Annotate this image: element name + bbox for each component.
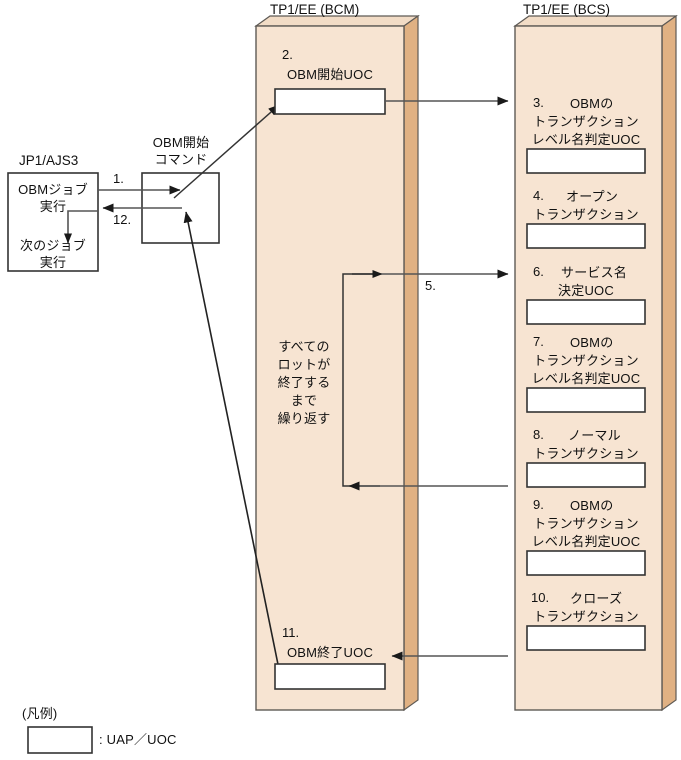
step-8-label-line2: トランザクション: [533, 446, 639, 461]
uoc-box-step-11: [274, 663, 386, 690]
step-7-label-line1: OBMの: [570, 335, 614, 350]
step-4-number: 4.: [533, 188, 544, 203]
ajs3-job1-line1: OBMジョブ: [18, 182, 88, 197]
step-3-label-line2: トランザクション: [533, 114, 639, 129]
step-9-label-line3: レベル名判定UOC: [531, 534, 641, 549]
panel-bcs: [513, 14, 678, 712]
panel-bcm-front-face: [255, 25, 405, 711]
step-6-number: 6.: [533, 264, 544, 279]
step-10-number: 10.: [531, 590, 550, 605]
uoc-box-step-2: [274, 88, 386, 115]
arrow-command-to-obm-start-uoc: [173, 104, 280, 199]
command-title-line1: OBM開始: [152, 135, 210, 150]
step-9-label-line2: トランザクション: [533, 516, 639, 531]
uoc-box-step-3: [526, 148, 646, 174]
loop-text-line5: 繰り返す: [277, 411, 331, 426]
step-10-label-line2: トランザクション: [533, 609, 639, 624]
step-2-label-line1: OBM開始UOC: [286, 67, 374, 82]
loop-text-line3: 終了する: [277, 375, 331, 390]
step-3-number: 3.: [533, 95, 544, 110]
step-11-label-line1: OBM終了UOC: [286, 645, 374, 660]
step-7-label-line2: トランザクション: [533, 353, 639, 368]
step-4-label-line2: トランザクション: [533, 207, 639, 222]
panel-bcs-front-face: [514, 25, 663, 711]
legend-title: (凡例): [22, 706, 58, 721]
ajs3-job2-line1: 次のジョブ: [19, 238, 86, 253]
step-9-number: 9.: [533, 497, 544, 512]
step-7-label-line3: レベル名判定UOC: [531, 371, 641, 386]
arrow-label-5: 5.: [425, 278, 436, 293]
command-title-line2: コマンド: [154, 152, 208, 167]
panel-bcs-top-face: [513, 15, 678, 27]
arrow-label-12: 12.: [113, 212, 132, 227]
arrow-label-1: 1.: [113, 171, 124, 186]
ajs3-job2-line2: 実行: [39, 255, 67, 270]
uoc-box-step-8: [526, 462, 646, 488]
step-6-label-line1: サービス名: [561, 265, 628, 280]
ajs3-job1-line2: 実行: [39, 199, 67, 214]
step-9-label-line1: OBMの: [570, 498, 614, 513]
uoc-box-step-7: [526, 387, 646, 413]
panel-title-bcm: TP1/EE (BCM): [270, 2, 360, 17]
arrow-obm-end-uoc-to-command: [183, 211, 284, 690]
step-8-number: 8.: [533, 427, 544, 442]
step-3-label-line1: OBMの: [570, 96, 614, 111]
panel-bcm-side-face: [403, 14, 419, 712]
step-7-number: 7.: [533, 334, 544, 349]
loop-text-line2: ロットが: [277, 357, 331, 372]
loop-text-line1: すべての: [278, 339, 330, 354]
step-2-number: 2.: [282, 47, 293, 62]
loop-text-line4: まで: [290, 393, 318, 408]
panel-bcm-top-face: [254, 15, 420, 27]
uoc-box-step-4: [526, 223, 646, 249]
panel-title-bcs: TP1/EE (BCS): [523, 2, 611, 17]
uoc-box-step-9: [526, 550, 646, 576]
ajs3-container-box: [7, 172, 99, 272]
uoc-box-step-10: [526, 625, 646, 651]
step-10-label-line1: クローズ: [570, 591, 623, 606]
panel-bcm: [254, 14, 420, 712]
step-3-label-line3: レベル名判定UOC: [531, 132, 641, 147]
panel-bcs-side-face: [661, 14, 677, 712]
legend-entry-label: : UAP／UOC: [99, 732, 177, 747]
panel-title-ajs3: JP1/AJS3: [19, 153, 79, 168]
step-4-label-line1: オープン: [566, 189, 619, 204]
uoc-box-step-6: [526, 299, 646, 325]
ajs3-internal-flow-arrow: [64, 210, 98, 244]
step-6-label-line2: 決定UOC: [558, 283, 614, 298]
step-11-number: 11.: [282, 625, 300, 640]
legend-sample-box: [27, 726, 93, 754]
step-8-label-line1: ノーマル: [568, 428, 621, 443]
